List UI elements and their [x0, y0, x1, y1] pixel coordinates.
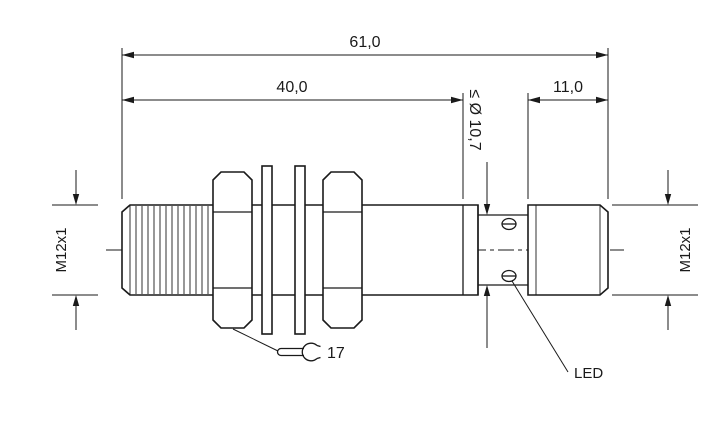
dimension-total-length: 61,0 [121, 34, 609, 199]
sleeve-diameter-value: ≤ Ø 10,7 [466, 89, 483, 150]
wrench-icon [276, 342, 321, 362]
led-callout: LED [511, 280, 603, 382]
hex-nut-1 [212, 171, 253, 329]
connector [527, 204, 609, 296]
dimension-thread-length: 40,0 [122, 79, 464, 199]
connector-length-value: 11,0 [553, 79, 583, 96]
dimension-sleeve-diameter: ≤ Ø 10,7 [466, 89, 491, 348]
washer-1 [261, 165, 273, 335]
dimension-thread-left: M12x1 [52, 170, 98, 330]
led-label: LED [574, 365, 603, 382]
sleeve-section [477, 205, 528, 295]
led-indicator-bottom [501, 269, 517, 283]
washer-2 [294, 165, 306, 335]
dimension-thread-right: M12x1 [612, 170, 698, 330]
hex-nut-2 [322, 171, 363, 329]
wrench-callout: 17 [232, 328, 345, 362]
dimension-connector-length: 11,0 [527, 79, 608, 199]
thread-length-value: 40,0 [276, 79, 307, 96]
total-length-value: 61,0 [349, 34, 380, 51]
thread-hatching [135, 206, 209, 294]
thread-size-left-label: M12x1 [53, 227, 70, 272]
thread-size-right-label: M12x1 [677, 227, 694, 272]
led-indicator-top [501, 217, 517, 231]
wrench-size-value: 17 [327, 345, 345, 362]
